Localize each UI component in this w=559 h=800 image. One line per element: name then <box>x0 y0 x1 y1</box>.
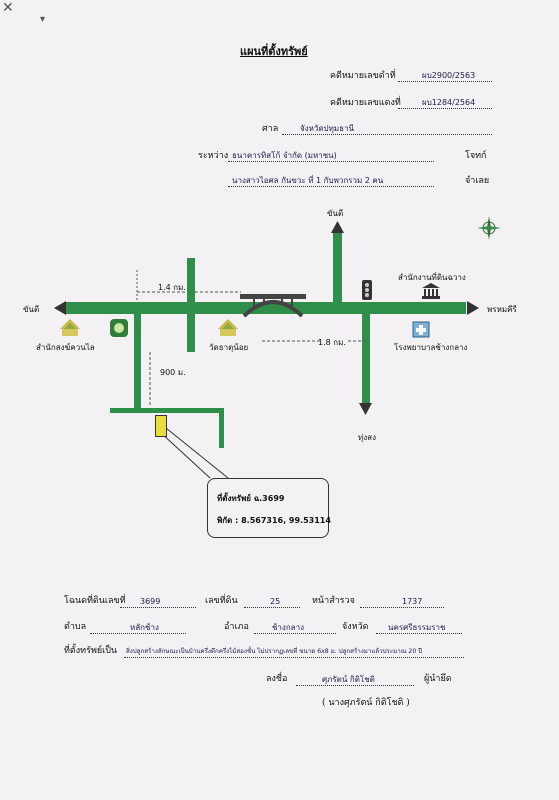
red-case-line <box>398 108 492 109</box>
shop-icon <box>110 319 128 337</box>
plaintiff-line <box>228 161 434 162</box>
land-no-label: เลขที่ดิน <box>205 596 238 606</box>
property-line <box>124 657 464 658</box>
compass-icon <box>477 216 501 240</box>
bridge-icon <box>240 294 306 318</box>
traffic-light-icon <box>362 280 372 300</box>
defendant-line <box>228 186 434 187</box>
page-title: แผนที่ตั้งทรัพย์ <box>240 45 308 58</box>
court-value: จังหวัดปทุมธานี <box>300 124 355 133</box>
deed-no: 3699 <box>140 597 161 606</box>
plaintiff-value: ธนาคารทิสโก้ จำกัด (มหาชน) <box>232 151 337 160</box>
survey-label: หน้าสำรวจ <box>312 596 355 606</box>
survey-no: 1737 <box>402 597 423 606</box>
label-hospital: โรงพยาบาลช้างกลาง <box>394 343 468 352</box>
deed-label: โฉนดที่ดินเลขที่ <box>64 596 126 606</box>
land-no-line <box>244 607 300 608</box>
subdistrict-value: หลักช้าง <box>130 623 159 632</box>
red-case-label: คดีหมายเลขแดงที่ <box>330 98 401 108</box>
label-dist-top: 1.4 กม. <box>158 283 186 292</box>
property-desc: สิ่งปลูกสร้างลักษณะเป็นบ้านครึ่งตึกครึ่ง… <box>126 648 423 655</box>
road-site-horizontal <box>110 408 224 413</box>
sign-label: ลงชื่อ <box>266 674 288 684</box>
plaintiff-role: โจทก์ <box>465 151 487 161</box>
property-label: ที่ตั้งทรัพย์เป็น <box>64 646 118 656</box>
road-vertical-north <box>333 232 342 304</box>
district-line <box>254 633 336 634</box>
label-land-office: สำนักงานที่ดินฉวาง <box>398 273 466 282</box>
label-temple-mid: วัดธาตุน้อย <box>209 343 249 352</box>
property-callout: ที่ตั้งทรัพย์ ฉ.3699 พิกัด : 8.567316, 9… <box>207 478 331 538</box>
arrow-down-icon <box>359 403 372 415</box>
land-no: 25 <box>270 597 281 606</box>
court-line <box>282 134 492 135</box>
temple-mid-icon <box>218 319 238 336</box>
scan-mark-top-left: ✕ <box>2 0 14 16</box>
deed-line <box>120 607 196 608</box>
road-site-right <box>219 408 224 448</box>
district-label: อำเภอ <box>224 622 249 632</box>
arrow-right-icon <box>467 301 479 315</box>
province-value: นครศรีธรรมราช <box>388 623 446 632</box>
land-office-icon <box>422 283 440 299</box>
callout-title: ที่ตั้งทรัพย์ ฉ.3699 <box>217 494 285 503</box>
arrow-left-icon <box>54 301 66 315</box>
sign-line <box>296 685 414 686</box>
property-site-marker <box>155 415 167 437</box>
subdistrict-label: ตำบล <box>64 622 87 632</box>
label-dist-vertical: 900 ม. <box>160 368 186 377</box>
survey-line <box>360 607 444 608</box>
between-label: ระหว่าง <box>198 151 229 161</box>
subdistrict-line <box>90 633 186 634</box>
road-to-site <box>134 312 141 412</box>
arrow-up-icon <box>331 221 344 233</box>
label-dist-right: 1.8 กม. <box>318 338 346 347</box>
black-case-line <box>398 81 492 82</box>
label-north-top: ขันตี <box>327 209 344 218</box>
road-vertical-tungsong <box>362 312 370 404</box>
province-line <box>376 633 462 634</box>
sign-name: ศุภรัตน์ กิติโชติ <box>322 675 375 684</box>
road-vertical-left <box>187 258 195 352</box>
defendant-value: นางสาวไอศล กันขวะ ที่ 1 กับพวกรวม 2 คน <box>232 176 384 185</box>
red-case-no: ผบ1284/2564 <box>422 98 476 107</box>
black-case-no: ผบ2900/2563 <box>422 71 476 80</box>
sign-printed: ( นางศุภรัตน์ กิติโชติ ) <box>322 698 410 708</box>
label-temple-left: สำนักสงฆ์ควนไล <box>36 343 95 352</box>
scan-mark-top-left-2: ▾ <box>40 14 46 25</box>
sign-role: ผู้นำยึด <box>424 674 452 684</box>
label-left-end: ขันตี <box>23 305 40 314</box>
province-label: จังหวัด <box>342 622 369 632</box>
court-label: ศาล <box>262 124 279 134</box>
black-case-label: คดีหมายเลขดำที่ <box>330 71 396 81</box>
label-right-end: พรหมคีรี <box>487 305 517 314</box>
temple-left-icon <box>60 319 80 336</box>
callout-coords: พิกัด : 8.567316, 99.53114 <box>217 516 331 525</box>
defendant-role: จำเลย <box>465 176 490 186</box>
main-road <box>66 302 466 314</box>
district-value: ช้างกลาง <box>272 623 304 632</box>
label-bottom-road: ทุ่งสง <box>358 433 376 442</box>
hospital-icon <box>412 321 430 338</box>
